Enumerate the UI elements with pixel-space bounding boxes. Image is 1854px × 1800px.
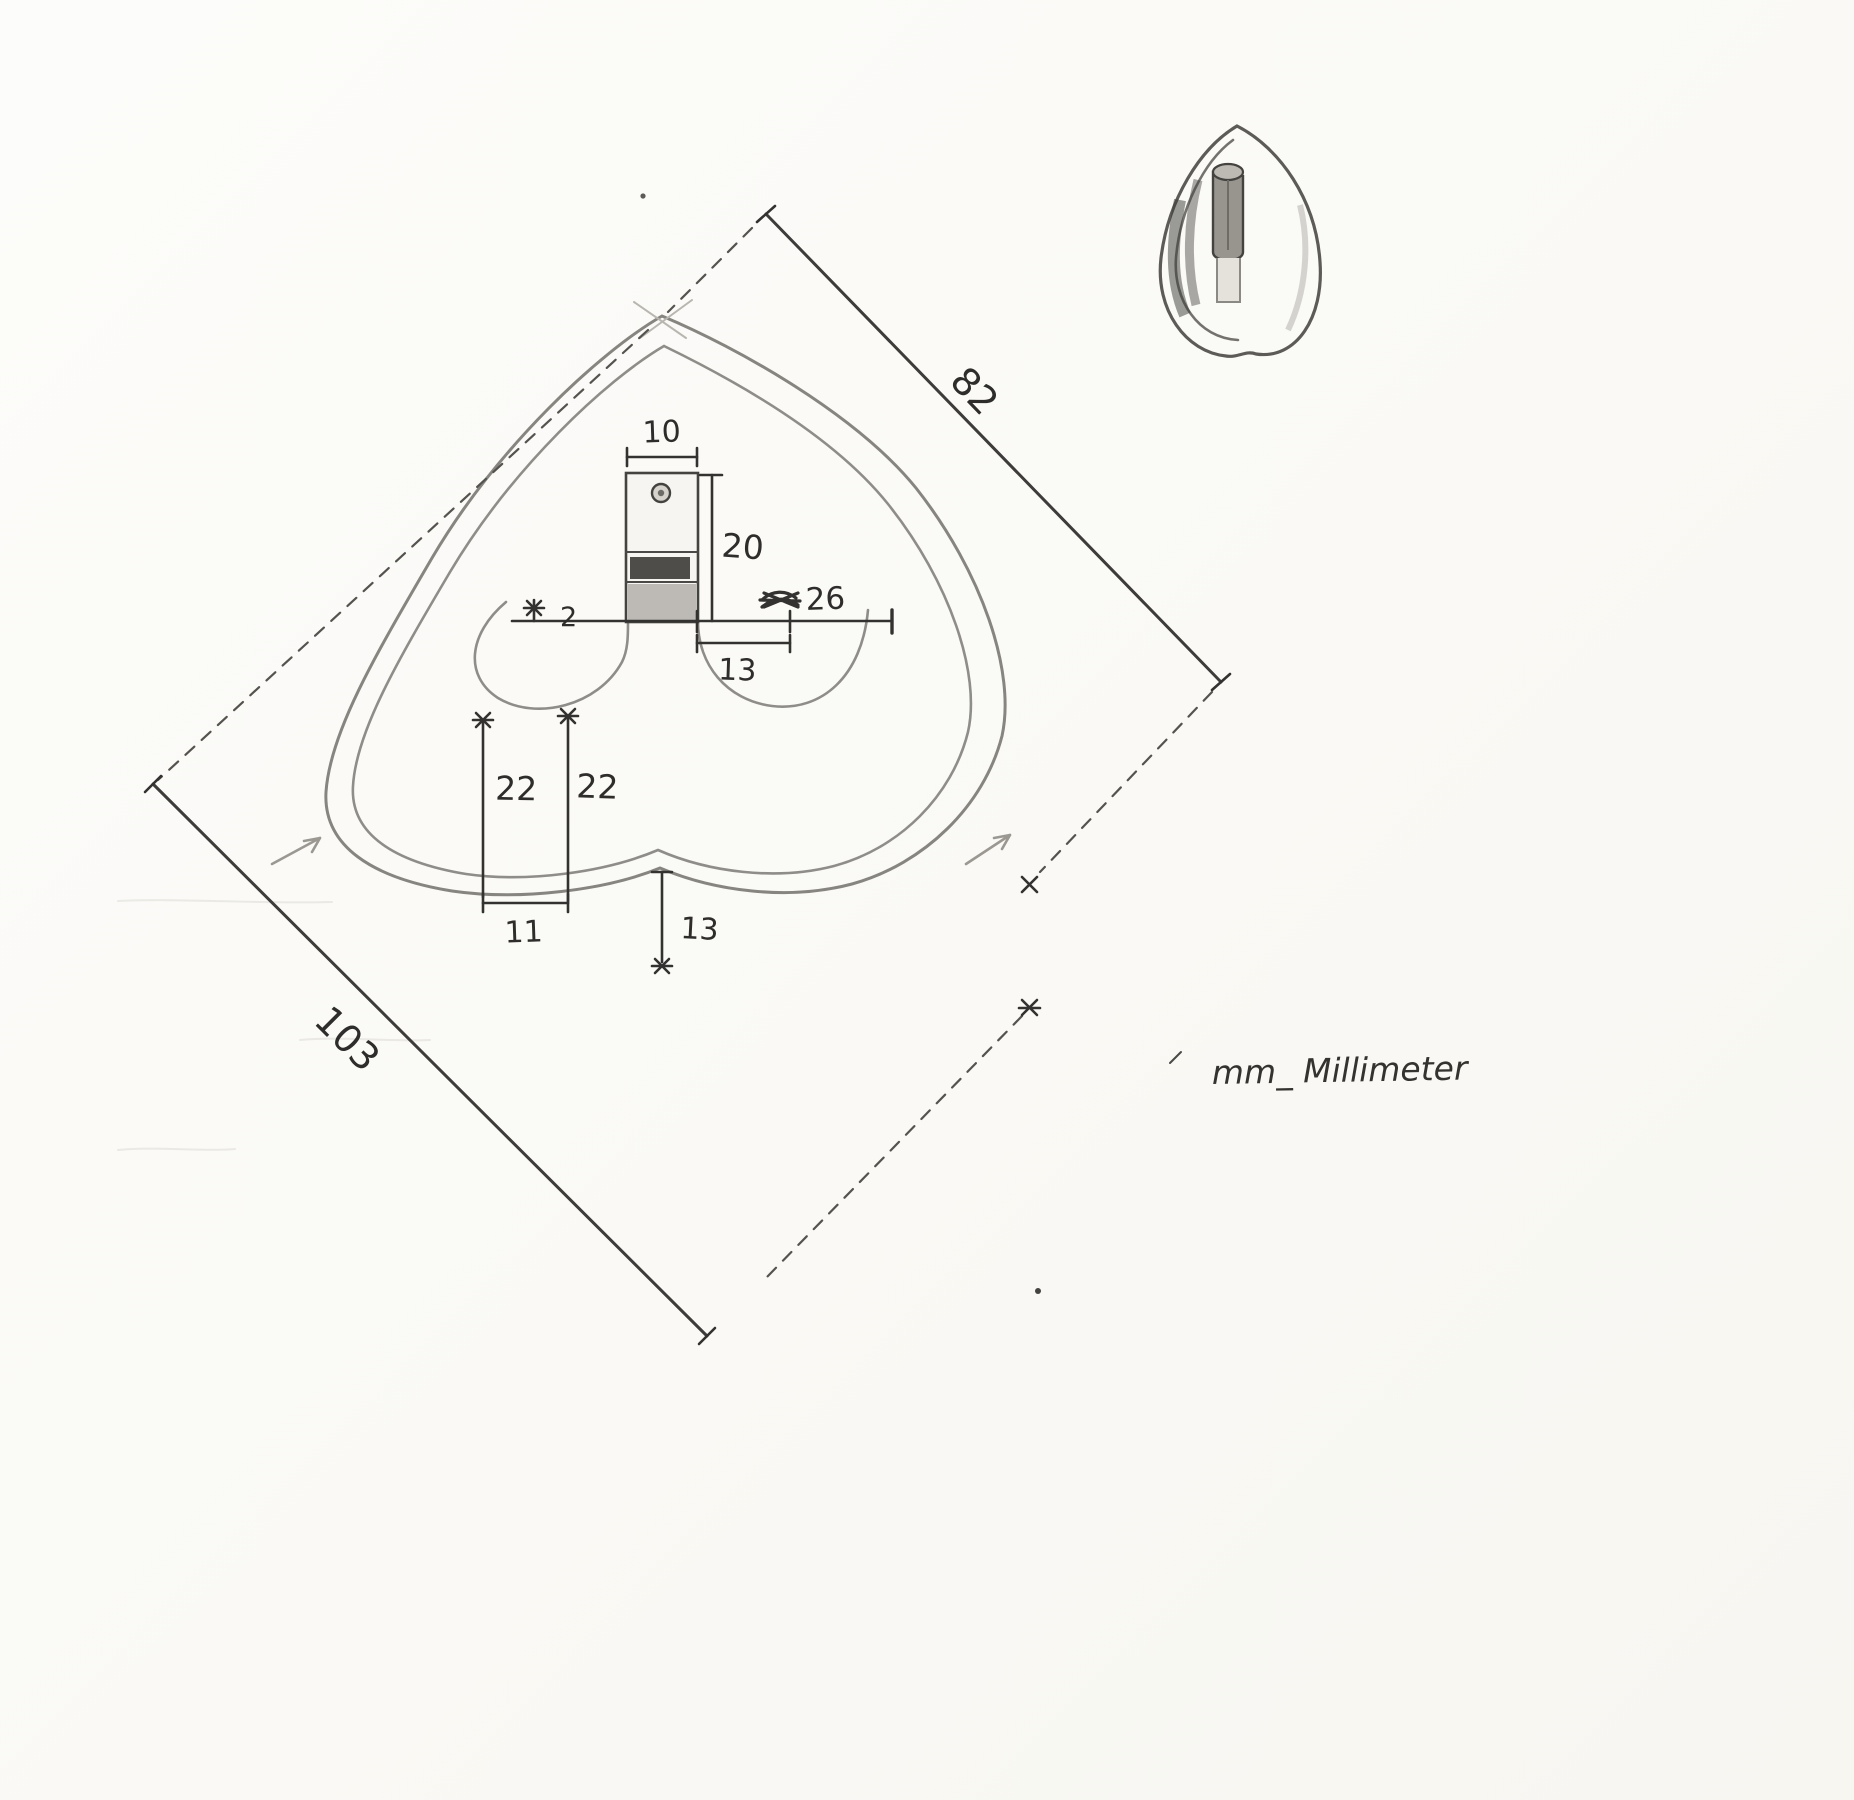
dim-gap-2: 2 — [522, 598, 577, 633]
dim-slot-13: 13 — [695, 633, 792, 689]
right-inner-lobe-arc — [696, 608, 870, 708]
dim-tick — [143, 774, 163, 794]
plate-dark-band — [630, 557, 690, 579]
left-inner-lobe-arc — [473, 600, 630, 710]
asterisk-mark — [471, 711, 495, 729]
dim-base-11: 11 — [481, 892, 570, 951]
arrow-right — [964, 833, 1012, 866]
extension-dash-top — [666, 226, 754, 314]
asterisk-mark — [522, 599, 546, 617]
dim-label-103: 103 — [306, 998, 388, 1080]
main-part-outline — [324, 299, 1007, 897]
mounting-plate-detail — [624, 471, 700, 624]
extension-dash-left-edge — [156, 328, 650, 782]
units-note: mm_ Millimeter — [1169, 1048, 1470, 1092]
dim-tick — [697, 1326, 717, 1346]
asterisk-mark — [556, 707, 580, 725]
dim-label-22-right: 22 — [576, 766, 619, 806]
dim-label-2: 2 — [560, 602, 577, 633]
smudge-line — [117, 1147, 236, 1151]
inner-contour — [351, 344, 973, 879]
extension-dash-right-lower — [764, 1014, 1024, 1280]
x-mark-right-lower — [1017, 998, 1042, 1017]
dim-label-13: 13 — [718, 652, 757, 688]
dim-label-82: 82 — [942, 358, 1007, 423]
peg-lower-keyway — [1216, 258, 1241, 303]
dim-label-20: 20 — [720, 526, 765, 568]
units-note-text: mm_ Millimeter — [1211, 1048, 1470, 1091]
stray-dot-top — [640, 193, 646, 199]
dim-plate-height: 20 — [698, 473, 765, 623]
plate-hole-center — [657, 489, 665, 497]
paper-smudges — [117, 899, 431, 1151]
stray-dot-bottom — [1035, 1288, 1041, 1294]
perspective-outer-contour — [1158, 124, 1322, 358]
dim-label-11: 11 — [504, 914, 543, 950]
dim-hole-lines-22: 22 22 — [471, 707, 619, 903]
pen-tick — [1169, 1051, 1182, 1064]
smudge-line — [117, 899, 333, 904]
dim-depth-26: 26 — [758, 581, 846, 618]
dim-tick — [1210, 672, 1232, 692]
asterisk-mark — [650, 957, 674, 975]
dim-label-13-notch: 13 — [680, 911, 720, 948]
shading-stroke — [1184, 178, 1203, 307]
shading-stroke — [1285, 204, 1309, 332]
dim-plate-width: 10 — [625, 414, 699, 468]
dim-line — [151, 782, 709, 1338]
smudge-line — [299, 1037, 431, 1042]
dim-line — [764, 212, 1223, 684]
horizontal-centerline — [510, 608, 894, 635]
dim-label-22-left: 22 — [495, 769, 538, 809]
scribbled-out-value — [758, 590, 802, 609]
dim-tick — [755, 204, 777, 224]
direction-arrows — [270, 833, 1012, 866]
arrow-left — [270, 836, 322, 866]
apex-construction-lines — [633, 299, 693, 339]
peg-top-face — [1211, 162, 1245, 182]
shading-stroke — [1167, 198, 1191, 318]
plate-lower-shading — [628, 584, 696, 621]
dim-label-10: 10 — [642, 414, 681, 450]
outer-contour — [324, 314, 1007, 897]
x-mark-right-upper — [1020, 875, 1039, 894]
extension-dash-right-upper — [1038, 690, 1214, 874]
dim-notch-13: 13 — [650, 870, 720, 975]
perspective-sketch — [1158, 124, 1322, 358]
dim-label-26: 26 — [805, 581, 846, 618]
